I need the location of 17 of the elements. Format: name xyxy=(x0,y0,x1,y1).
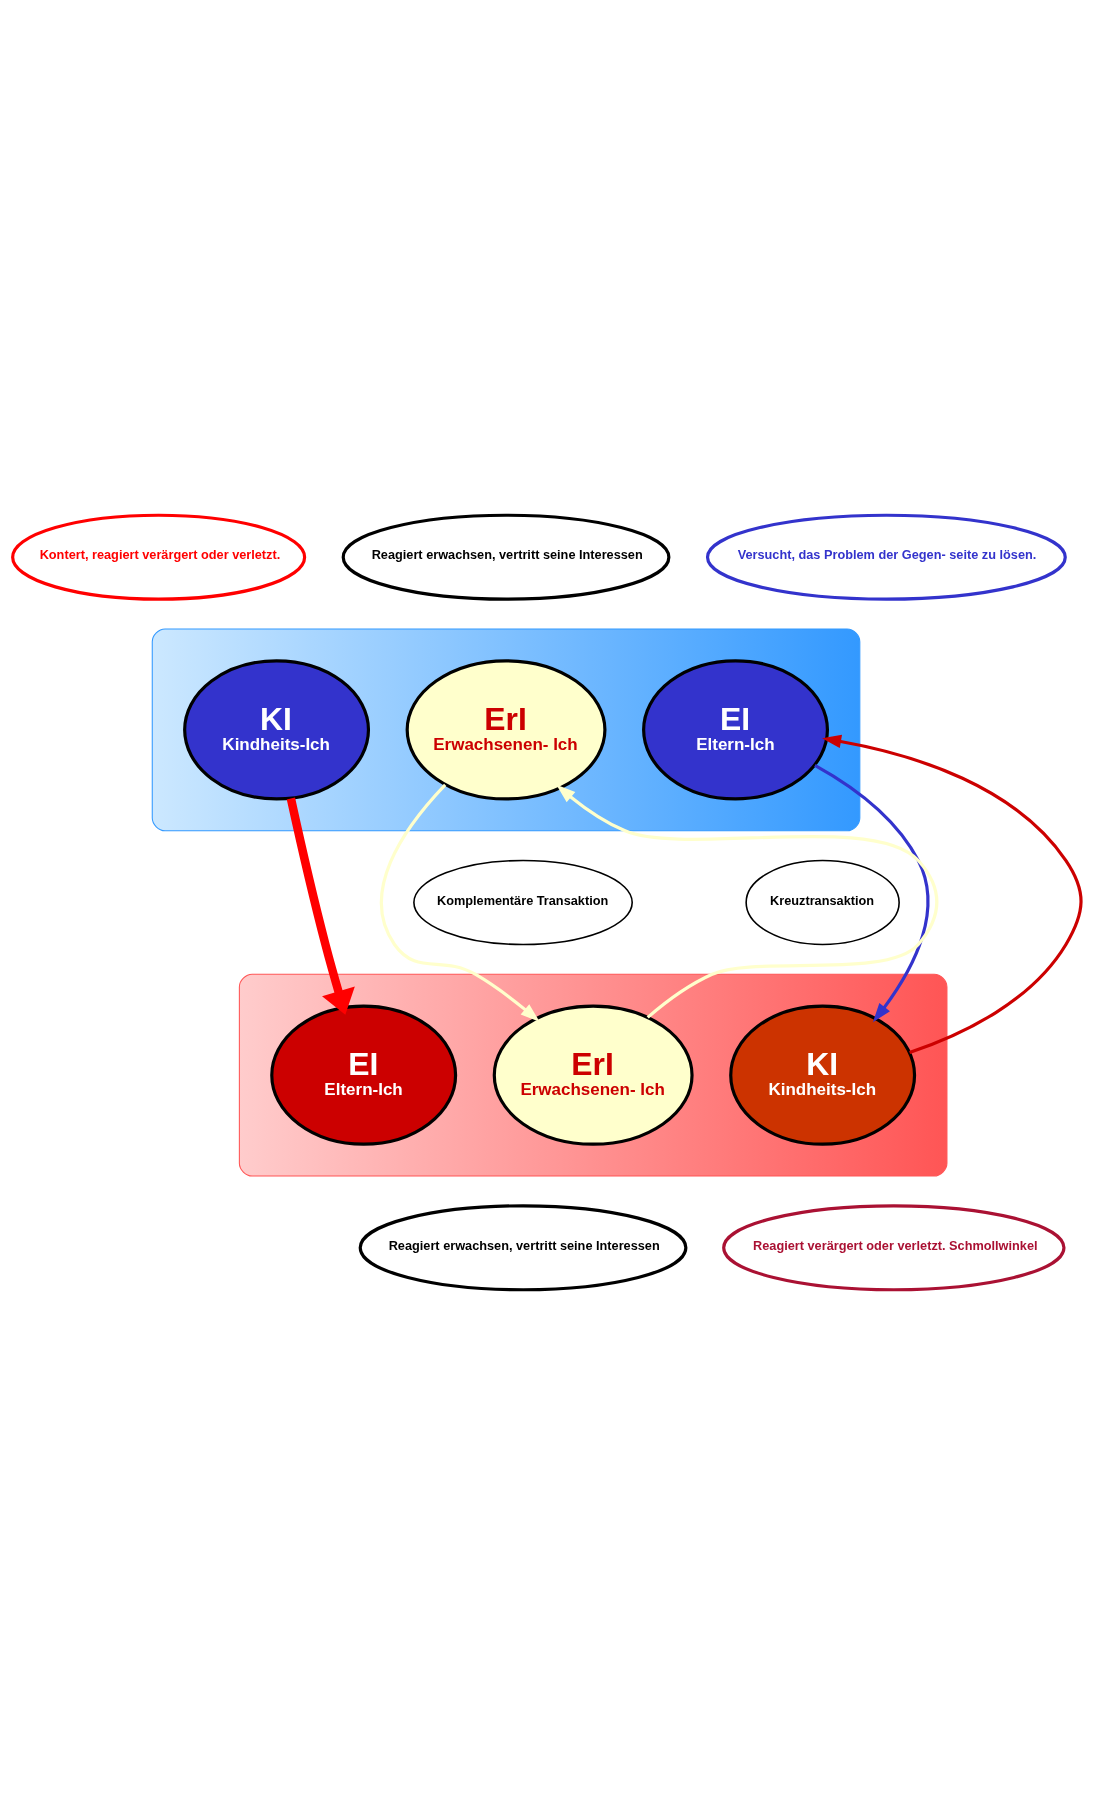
node-ellipse: Kontert, reagiert verärgert oder verletzt. xyxy=(11,513,307,601)
node-ellipse: EI Eltern-Ich xyxy=(270,1004,458,1146)
cluster xyxy=(151,628,861,832)
arrow xyxy=(286,797,355,1015)
node-ellipse: Reagiert erwachsen, vertritt seine Interessen xyxy=(341,513,671,601)
node-ellipse: Versucht, das Problem der Gegen- seite zu lösen. xyxy=(705,513,1067,601)
arrow xyxy=(379,783,540,1022)
node-ellipse: Reagiert erwachsen, vertritt seine Interessen xyxy=(358,1204,688,1292)
cluster xyxy=(238,973,948,1177)
node-ellipse: Kreuztransaktion xyxy=(745,859,900,946)
node-ellipse: Komplementäre Transaktion xyxy=(413,859,633,946)
arrow xyxy=(822,734,1083,1055)
arrow xyxy=(556,784,939,1019)
node-ellipse: EI Eltern-Ich xyxy=(642,659,829,801)
node-ellipse: Reagiert verärgert oder verletzt. Schmollwinkel xyxy=(722,1204,1066,1292)
arrow xyxy=(814,763,930,1023)
node-ellipse: KI Kindheits-Ich xyxy=(183,659,371,801)
